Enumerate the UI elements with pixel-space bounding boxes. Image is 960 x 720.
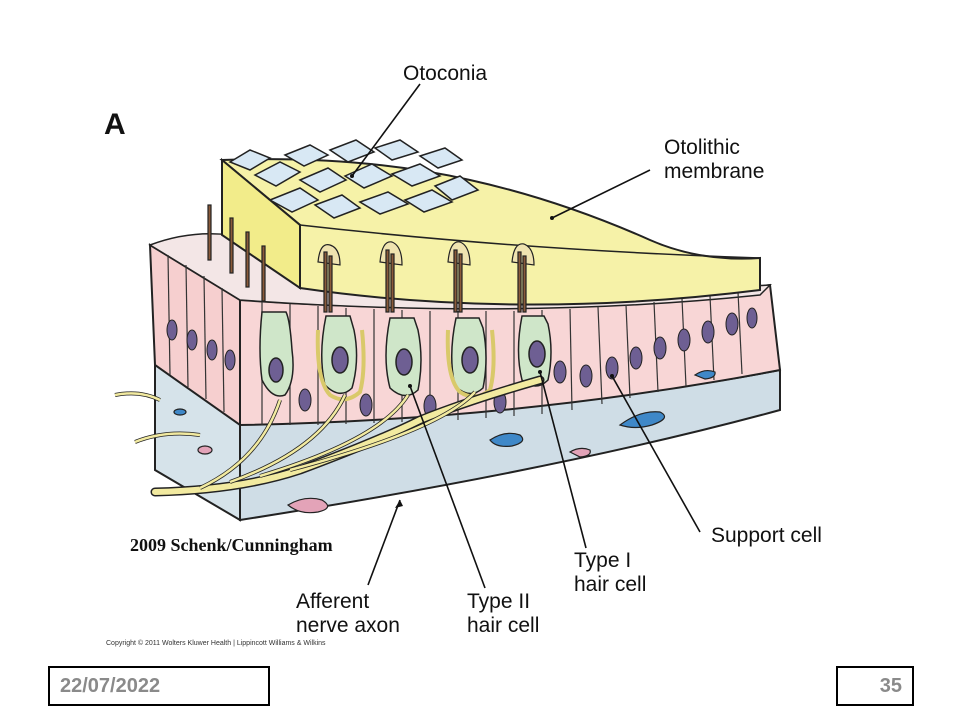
copyright-notice: Copyright © 2011 Wolters Kluwer Health |…: [106, 640, 326, 647]
support-cell-nuclei: [166, 307, 758, 418]
type1-hair-cell-label-line1: Type I: [574, 549, 632, 572]
type2-hair-cell-label-line1: Type II: [467, 590, 531, 613]
type2-hair-cell-label-line2: hair cell: [467, 614, 540, 637]
otolithic-membrane-label-line2: membrane: [664, 160, 765, 183]
afferent-nerve-axon-label-line2: nerve axon: [296, 614, 400, 637]
otolithic-membrane-label-line1: Otolithic: [664, 136, 740, 159]
otolithic-membrane-side: [221, 157, 301, 290]
date-box: 22/07/2022: [48, 666, 270, 706]
leader-lines: [351, 83, 701, 589]
type1-hair-cell-label-line2: hair cell: [574, 573, 647, 596]
otolithic-membrane: [219, 158, 761, 306]
stereocilia-bundles: [207, 204, 535, 313]
hair-cells: [259, 311, 552, 397]
afferent-nerve-axon-label-line1: Afferent: [296, 590, 370, 613]
page-number-box: 35: [836, 666, 914, 706]
blood-vessels: [173, 369, 716, 514]
afferent-nerve-axons: [114, 375, 545, 497]
otoconia-crystals: [228, 139, 480, 219]
panel-label: A: [104, 108, 126, 141]
otoconia-label: Otoconia: [403, 62, 488, 85]
support-cell-label: Support cell: [711, 524, 822, 547]
illustration-credit: 2009 Schenk/Cunningham: [130, 535, 333, 555]
